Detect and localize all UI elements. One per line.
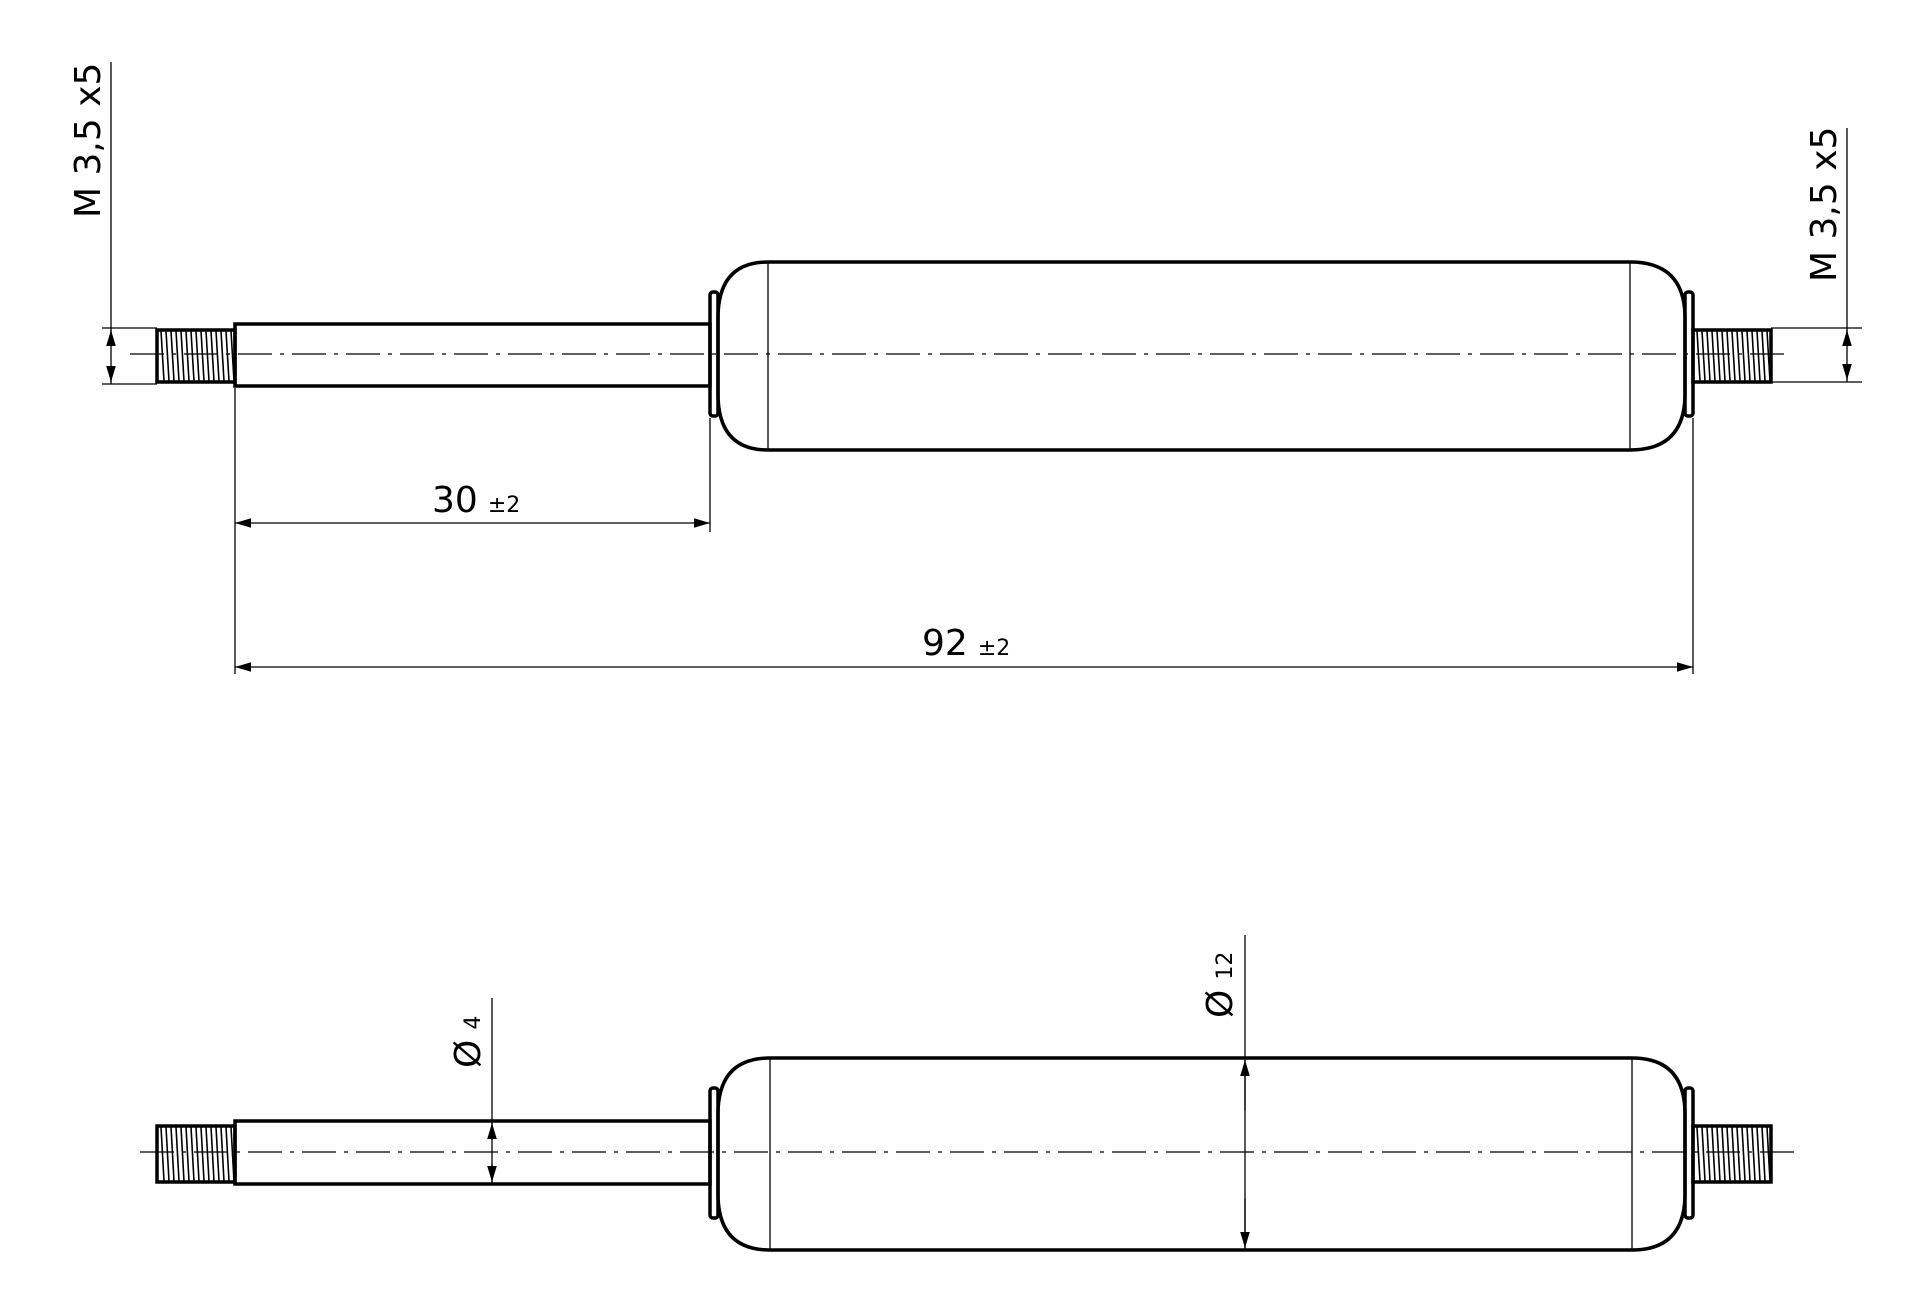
right-thread-label: M 3,5 x5 — [1804, 127, 1845, 282]
top-right-thread — [1691, 328, 1773, 384]
diameter-symbol: Ø — [1200, 990, 1241, 1018]
diameter-symbol: Ø — [448, 1040, 489, 1068]
top-cylinder-tube — [716, 260, 1687, 452]
rod-diameter-label: Ø4 — [448, 1016, 489, 1068]
bottom-left-thread — [155, 1124, 237, 1184]
top-left-thread — [155, 328, 237, 384]
bottom-view: Ø4 Ø12 — [140, 935, 1798, 1252]
tube-diameter-label: Ø12 — [1200, 952, 1241, 1018]
stroke-dimension: 30±2 — [234, 388, 711, 674]
bottom-right-thread — [1691, 1124, 1773, 1184]
left-thread-label: M 3,5 x5 — [68, 63, 109, 218]
top-piston-rod — [233, 322, 712, 388]
length-dimension: 92±2 — [235, 418, 1694, 674]
stroke-dimension-label: 30±2 — [432, 480, 520, 521]
rod-diameter-dimension: Ø4 — [448, 998, 497, 1184]
length-dimension-label: 92±2 — [922, 623, 1010, 664]
left-thread-dimension: M 3,5 x5 — [68, 62, 157, 385]
bottom-cylinder-tube — [716, 1056, 1687, 1252]
right-thread-dimension: M 3,5 x5 — [1771, 127, 1862, 383]
top-view: M 3,5 x5 M 3,5 x5 30±2 — [68, 62, 1862, 674]
tube-diameter-dimension: Ø12 — [1200, 935, 1250, 1250]
